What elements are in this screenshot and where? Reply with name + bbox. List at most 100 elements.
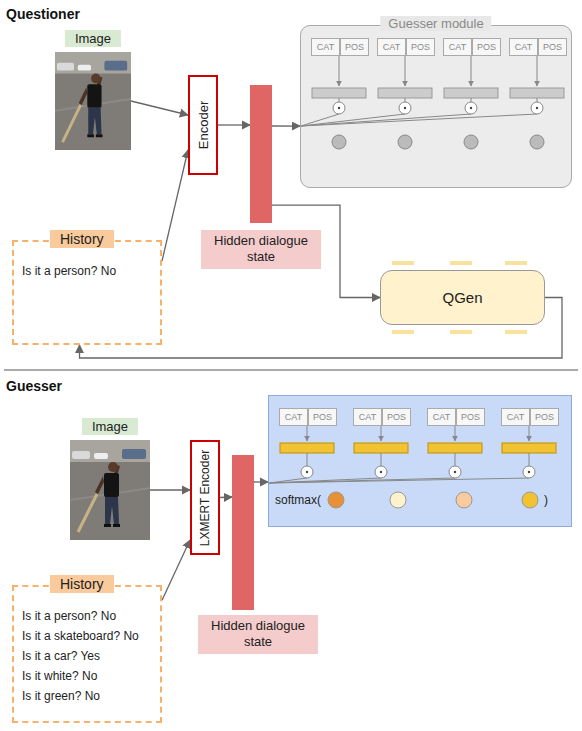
feature-label: POS <box>387 413 406 422</box>
bottom-bars <box>269 426 556 508</box>
token-mark <box>505 261 527 265</box>
embedding-bar <box>444 88 498 98</box>
history-text: Is it green? No <box>22 689 100 703</box>
dot-product <box>375 466 387 478</box>
feature-box: POS <box>530 408 559 426</box>
connector-arrow <box>162 150 188 261</box>
feature-box: POS <box>472 38 501 56</box>
history-text: Is it white? No <box>22 669 97 683</box>
history-box: HistoryIs it a person? NoIs it a skatebo… <box>12 585 162 723</box>
embedding-bar <box>354 443 408 453</box>
encoder-label: Encoder <box>196 101 211 149</box>
embedding-bar <box>312 88 366 98</box>
token-mark <box>450 330 472 334</box>
input-photo <box>55 52 131 150</box>
feature-label: POS <box>477 43 496 52</box>
embed-arrow <box>381 426 382 441</box>
fan-line <box>269 478 529 483</box>
embedding-bar <box>378 88 432 98</box>
feature-box: CAT <box>311 38 340 56</box>
softmax-circle <box>328 492 344 508</box>
dot-symbol <box>536 107 538 109</box>
fan-line <box>301 114 537 126</box>
hidden-state-bar: Hidden dialogue state <box>250 85 272 223</box>
bar-line <box>307 453 308 466</box>
softmax-text: ) <box>544 493 548 507</box>
dot-product <box>449 466 461 478</box>
qgen-label: QGen <box>442 289 482 306</box>
token-mark <box>392 330 414 334</box>
image-label: Image <box>82 418 138 435</box>
bar-line <box>529 453 530 466</box>
bar-line <box>537 98 538 102</box>
score-circle <box>464 135 478 149</box>
connector-arrow <box>150 489 190 490</box>
embed-arrow <box>455 426 456 441</box>
embedding-bar <box>510 88 564 98</box>
feature-box: POS <box>406 38 435 56</box>
state-label: Hidden dialogue state <box>198 615 318 654</box>
bar-line <box>339 98 340 102</box>
embed-arrow <box>307 426 308 441</box>
embed-arrow <box>537 56 538 86</box>
module-fill <box>300 25 572 188</box>
feature-label: CAT <box>515 43 532 52</box>
hidden-state-bar: Hidden dialogue state <box>232 455 254 610</box>
module-fill <box>268 395 572 527</box>
dot-product <box>531 102 543 114</box>
bar-line <box>471 98 472 102</box>
connector-arrow <box>131 101 188 115</box>
module-title: Guesser module <box>380 16 491 31</box>
connector-arrow <box>218 124 250 125</box>
top-bars <box>301 56 564 149</box>
qgen-box: QGen <box>380 270 545 325</box>
score-circle <box>332 135 346 149</box>
dot-symbol <box>338 107 340 109</box>
score-circle <box>530 135 544 149</box>
history-box: HistoryIs it a person? No <box>12 240 162 345</box>
feature-box: POS <box>538 38 567 56</box>
history-text: Is it a car? Yes <box>22 649 100 663</box>
embedding-bar <box>428 443 482 453</box>
dot-product <box>523 466 535 478</box>
token-mark <box>505 330 527 334</box>
bar-line <box>455 453 456 466</box>
history-text: History <box>50 230 114 248</box>
feature-box: CAT <box>427 408 456 426</box>
guesser-module: Guesser moduleCATPOSCATPOSCATPOSCATPOS <box>300 25 572 188</box>
feature-label: CAT <box>507 413 524 422</box>
connector-arrow <box>272 125 300 126</box>
dot-symbol <box>470 107 472 109</box>
dot-product <box>333 102 345 114</box>
bar-line <box>405 98 406 102</box>
feature-box: CAT <box>501 408 530 426</box>
section-divider <box>4 370 578 371</box>
feature-label: POS <box>543 43 562 52</box>
bar-line <box>381 453 382 466</box>
history-text: Is it a person? No <box>22 264 116 278</box>
feature-label: POS <box>461 413 480 422</box>
history-text: Is it a person? No <box>22 609 116 623</box>
feature-label: POS <box>313 413 332 422</box>
section-label: Guesser <box>6 378 62 394</box>
connector-arrow <box>254 481 268 482</box>
dot-symbol <box>528 471 530 473</box>
embedding-bar <box>280 443 334 453</box>
image-input: Image <box>55 52 131 150</box>
guesser-box: softmax()CATPOSCATPOSCATPOSCATPOS <box>268 395 572 527</box>
image-label: Image <box>65 30 121 47</box>
state-label: Hidden dialogue state <box>201 230 321 269</box>
encoder-label: LXMERT Encoder <box>198 449 212 545</box>
section-label: Questioner <box>6 6 80 22</box>
feature-label: CAT <box>449 43 466 52</box>
input-photo <box>70 440 150 540</box>
feature-box: CAT <box>443 38 472 56</box>
dot-symbol <box>380 471 382 473</box>
image-input: Image <box>70 440 150 540</box>
feature-label: CAT <box>383 43 400 52</box>
embed-arrow <box>405 56 406 86</box>
embedding-bar <box>502 443 556 453</box>
softmax-circle <box>456 492 472 508</box>
score-circle <box>398 135 412 149</box>
